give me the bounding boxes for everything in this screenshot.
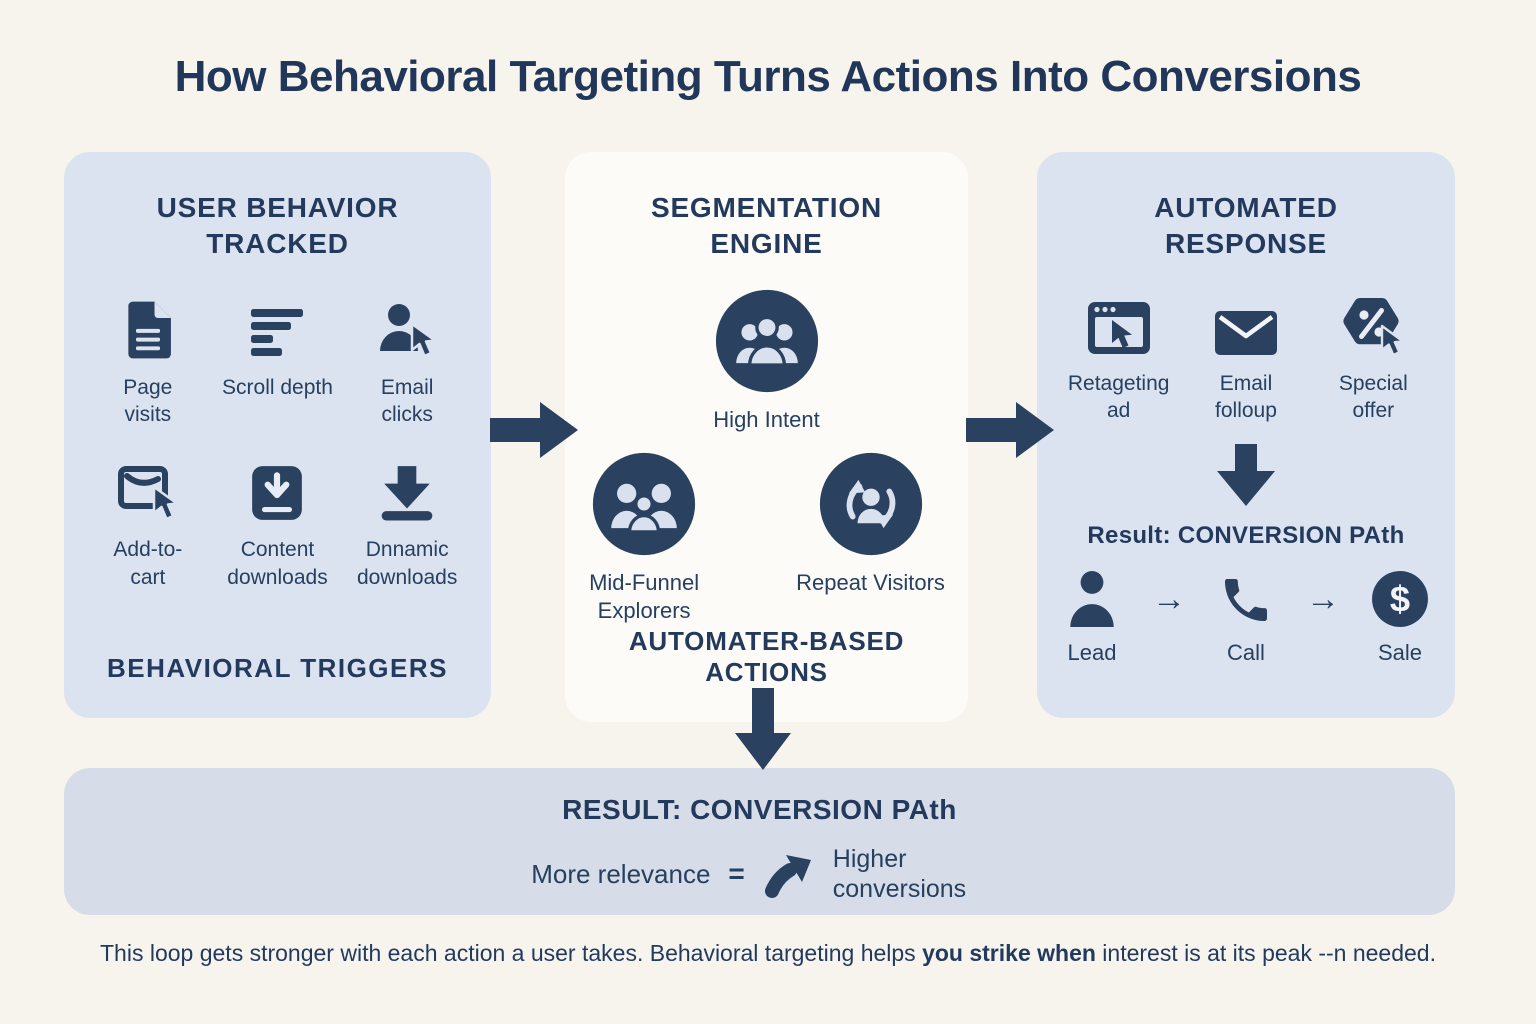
panel-result: RESULT: CONVERSION PAth More relevance =…	[64, 768, 1455, 915]
footnote-part2: interest is at its peak --n needed.	[1095, 940, 1436, 966]
right-flow-arrow-icon	[966, 400, 1054, 460]
result-heading: RESULT: CONVERSION PAth	[562, 794, 957, 825]
user-behavior-grid: Page visits Scroll depth	[64, 262, 491, 591]
footnote-bold: you strike when	[922, 940, 1096, 966]
item-add-to-cart: Add-to-cart	[86, 458, 210, 591]
path-step-call: Call	[1204, 566, 1288, 666]
panel-automated-response: AUTOMATED RESPONSE Retageting	[1037, 152, 1455, 718]
segment-label: Repeat Visitors	[796, 570, 945, 596]
item-email-followup: Email folloup	[1182, 292, 1309, 425]
panel-segmentation: SEGMENTATION ENGINE High Intent	[565, 152, 968, 722]
item-dynamic-downloads: Dnnamic downloads	[345, 458, 469, 591]
path-step-label: Lead	[1067, 640, 1117, 666]
person-cursor-icon	[376, 296, 438, 360]
down-arrow-icon	[1217, 444, 1275, 507]
right-flow-arrow-icon	[490, 400, 578, 460]
item-label: Email clicks	[380, 375, 434, 426]
item-special-offer: Special offer	[1310, 292, 1437, 425]
segmentation-heading: SEGMENTATION ENGINE	[650, 192, 882, 259]
page-title: How Behavioral Targeting Turns Actions I…	[174, 52, 1362, 101]
segmentation-body: High Intent M	[565, 262, 968, 625]
download-tray-icon	[380, 458, 434, 522]
footnote: This loop gets stronger with each action…	[0, 940, 1536, 967]
segment-mid-funnel: Mid-Funnel Explorers	[588, 451, 700, 624]
item-label: Email folloup	[1215, 371, 1277, 422]
path-step-label: Sale	[1377, 640, 1423, 666]
browser-cursor-icon	[1086, 292, 1152, 356]
item-page-visits: Page visits	[86, 296, 210, 429]
group-icon	[591, 451, 697, 557]
item-label: Retageting ad	[1067, 371, 1170, 422]
item-label: Special offer	[1338, 371, 1408, 422]
item-label: Scroll depth	[222, 375, 333, 399]
user-behavior-heading: USER BEHAVIOR TRACKED	[156, 192, 399, 259]
item-retargeting-ad: Retageting ad	[1055, 292, 1182, 425]
document-icon	[124, 296, 172, 360]
segment-repeat-visitors: Repeat Visitors	[796, 451, 945, 597]
dollar-icon: $	[1371, 566, 1429, 628]
segment-label: High Intent	[713, 406, 820, 432]
automated-body: Retageting ad Email folloup	[1037, 262, 1455, 667]
repeat-visitor-icon	[818, 451, 924, 557]
item-scroll-depth: Scroll depth	[216, 296, 340, 429]
automated-heading: AUTOMATED RESPONSE	[1154, 192, 1338, 259]
path-step-sale: $ Sale	[1358, 566, 1442, 666]
item-label: Content downloads	[227, 538, 328, 589]
item-label: Page visits	[123, 375, 173, 426]
envelope-icon	[1214, 292, 1278, 356]
segment-label: Mid-Funnel Explorers	[589, 570, 700, 623]
add-to-cart-icon	[117, 458, 179, 522]
right-arrow-glyph: →	[1152, 579, 1186, 618]
person-icon	[1067, 566, 1117, 628]
path-step-lead: Lead	[1050, 566, 1134, 666]
equation-row: More relevance = Higher conversions	[64, 844, 1455, 904]
segment-row: Mid-Funnel Explorers	[588, 451, 945, 624]
phone-icon	[1218, 566, 1274, 628]
content-download-icon	[250, 458, 304, 522]
trend-up-arrow-icon	[763, 849, 815, 899]
equals-sign: =	[728, 858, 745, 889]
conversion-path-label: Result: CONVERSION PAth	[1087, 522, 1405, 550]
automation-actions-label: AUTOMATER-BASED ACTIONS	[628, 626, 905, 687]
item-email-clicks: Email clicks	[345, 296, 469, 429]
equation-left: More relevance	[531, 858, 711, 889]
scroll-depth-icon	[249, 296, 305, 360]
down-flow-arrow-icon	[735, 688, 791, 770]
right-arrow-glyph: →	[1306, 579, 1340, 618]
item-label: Dnnamic downloads	[356, 538, 458, 589]
group-icon	[714, 288, 820, 394]
automated-grid: Retageting ad Email folloup	[1037, 262, 1455, 425]
offer-tag-cursor-icon	[1340, 292, 1406, 356]
segment-high-intent: High Intent	[713, 288, 820, 434]
behavioral-triggers-label: BEHAVIORAL TRIGGERS	[106, 653, 448, 683]
item-label: Add-to-cart	[113, 538, 183, 589]
item-content-downloads: Content downloads	[216, 458, 340, 591]
svg-text:$: $	[1390, 579, 1410, 620]
equation-right: Higher conversions	[832, 845, 967, 903]
footnote-part1: This loop gets stronger with each action…	[100, 940, 923, 966]
path-step-label: Call	[1227, 640, 1265, 666]
panel-user-behavior: USER BEHAVIOR TRACKED Page visits	[64, 152, 491, 718]
conversion-path-row: Lead → Call → $	[1050, 566, 1442, 666]
